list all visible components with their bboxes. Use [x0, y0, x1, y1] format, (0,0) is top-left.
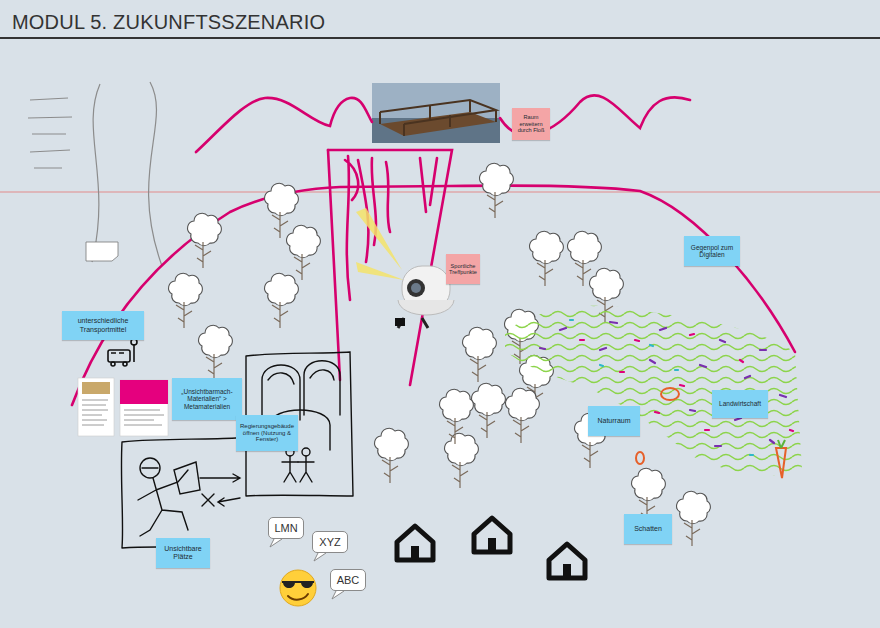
note-text: Raum erweitern durch Floß	[515, 114, 547, 133]
note-text: LMN	[274, 522, 297, 535]
emoji-face	[280, 570, 316, 606]
material-cards	[78, 378, 168, 436]
sticky-note: Regierungsgebäude öffnen (Nutzung & Fens…	[236, 415, 298, 451]
blank-note	[86, 242, 118, 261]
houses	[397, 518, 585, 578]
sticky-note: Landwirtschaft	[712, 390, 768, 418]
invisible-places-sketch	[121, 438, 240, 548]
sticky-note: „Unsichtbarmach-Materialien“ > Metamater…	[172, 378, 242, 420]
note-text: „Unsichtbarmach-Materialien“ > Metamater…	[175, 388, 239, 410]
sticky-note: Unsichtbare Plätze	[156, 538, 210, 568]
note-text: unterschiedliche Transportmittel	[65, 317, 141, 333]
sticky-note: Raum erweitern durch Floß	[512, 108, 550, 140]
bus-icon	[108, 339, 137, 366]
farmland	[505, 306, 802, 478]
note-text: Schatten	[634, 525, 662, 533]
note-text: Regierungsgebäude öffnen (Nutzung & Fens…	[239, 423, 295, 444]
guide-line	[0, 192, 880, 193]
light-beams	[356, 208, 404, 280]
title-rule	[0, 37, 880, 39]
note-text: XYZ	[319, 536, 340, 549]
note-text: Sportliche Treffpunkte	[449, 263, 477, 276]
speech-bubble: XYZ	[312, 531, 348, 553]
sticky-note: unterschiedliche Transportmittel	[62, 311, 144, 340]
wind-lines	[28, 82, 162, 266]
note-text: Naturraum	[597, 417, 630, 425]
sticky-note: Naturraum	[588, 406, 640, 436]
sticky-note: Gegenpol zum Digitalen	[684, 236, 740, 266]
note-text: Gegenpol zum Digitalen	[687, 244, 737, 259]
note-text: Landwirtschaft	[719, 400, 761, 407]
page-title: MODUL 5. ZUKUNFTSSZENARIO	[12, 11, 325, 34]
sticky-note: Sportliche Treffpunkte	[446, 254, 480, 284]
note-text: Unsichtbare Plätze	[159, 545, 207, 561]
speech-bubble: ABC	[330, 569, 366, 591]
sticky-note: Schatten	[624, 514, 672, 544]
note-text: ABC	[337, 574, 360, 587]
raft-photo	[372, 83, 500, 143]
speech-bubble: LMN	[268, 517, 304, 539]
